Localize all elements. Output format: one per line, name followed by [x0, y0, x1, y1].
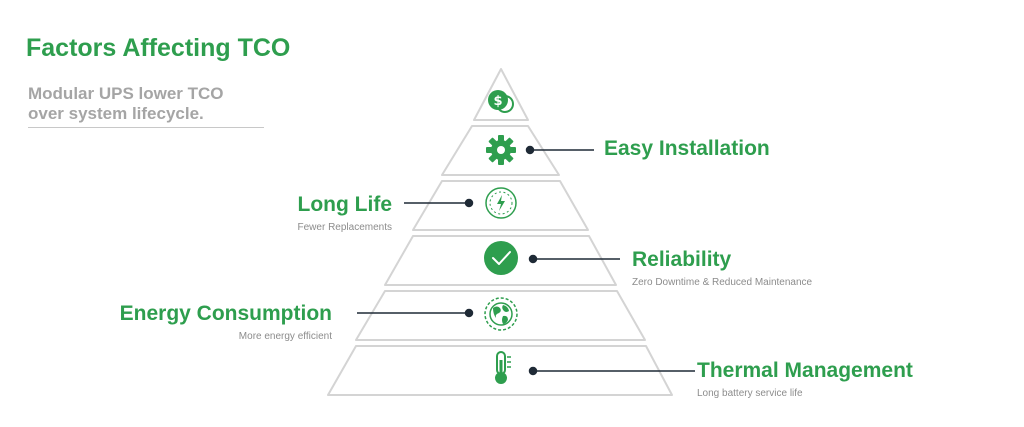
connector-long-life: [404, 198, 474, 208]
factor-easy-installation: Easy Installation: [604, 136, 770, 162]
factor-thermal-management: Thermal Management Long battery service …: [697, 358, 913, 400]
thermometer-icon: [495, 351, 511, 384]
factor-description: More energy efficient: [238, 331, 332, 342]
pyramid-tier-6: [327, 345, 673, 396]
lightning-circle-icon: [485, 187, 517, 219]
connector-thermal-management: [528, 366, 695, 376]
connector-easy-installation: [525, 145, 594, 155]
factor-heading: Thermal Management: [697, 359, 913, 382]
pyramid-tier-5: [355, 290, 646, 341]
factor-heading: Easy Installation: [604, 137, 770, 160]
subtitle-line-1: Modular UPS lower TCO: [28, 84, 224, 103]
subtitle: Modular UPS lower TCO over system lifecy…: [28, 84, 264, 128]
factor-description: Fewer Replacements: [297, 222, 392, 233]
pyramid-tier-3: [412, 180, 589, 231]
factor-heading: Long Life: [297, 193, 392, 216]
connector-energy-consumption: [357, 308, 474, 318]
connector-reliability: [528, 254, 620, 264]
factor-heading: Reliability: [632, 248, 732, 271]
factor-long-life: Long Life Fewer Replacements: [298, 192, 392, 234]
check-circle-icon: [484, 241, 518, 275]
gear-icon: [486, 135, 516, 165]
pyramid-tier-1: [473, 68, 529, 121]
pyramid-tier-4: [384, 235, 617, 286]
factor-energy-consumption: Energy Consumption More energy efficient: [120, 301, 332, 343]
pyramid-tier-2: [441, 125, 560, 176]
factor-heading: Energy Consumption: [119, 302, 332, 325]
globe-icon: [484, 297, 518, 331]
factor-description: Long battery service life: [697, 388, 803, 399]
subtitle-line-2: over system lifecycle.: [28, 104, 204, 123]
dollar-coins-icon: $: [488, 90, 514, 113]
factor-reliability: Reliability Zero Downtime & Reduced Main…: [632, 247, 812, 289]
factor-description: Zero Downtime & Reduced Maintenance: [632, 277, 813, 288]
page-title: Factors Affecting TCO: [26, 34, 291, 62]
svg-text:$: $: [493, 94, 502, 109]
